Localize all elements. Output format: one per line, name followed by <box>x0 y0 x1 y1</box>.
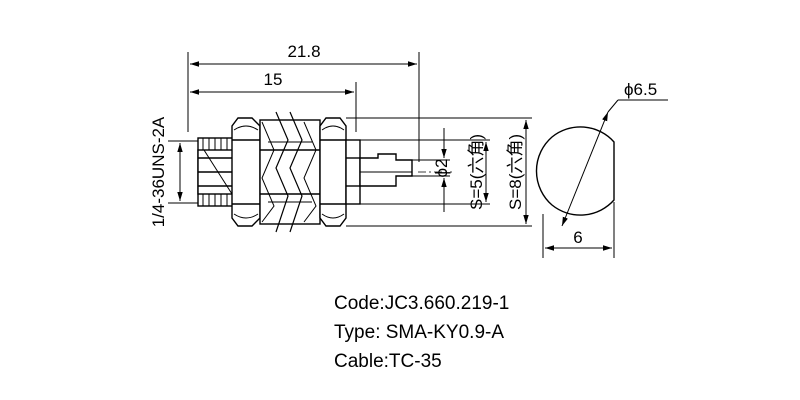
spec-cable: Cable:TC-35 <box>334 351 442 372</box>
dimension-15: 15 <box>190 70 357 132</box>
spec-type: Type: SMA-KY0.9-A <box>334 322 505 343</box>
flat-width-label: 6 <box>573 228 582 247</box>
overall-length-label: 21.8 <box>287 42 320 61</box>
hex-s8-dimension: S=8(六角) <box>346 117 532 227</box>
dimension-21-8: 21.8 <box>187 42 420 162</box>
pin-diameter-dimension: ϕ2 <box>412 128 451 212</box>
spec-code: Code:JC3.660.219-1 <box>334 293 510 314</box>
flange-diameter-label: ϕ6.5 <box>624 80 657 99</box>
end-view: 6 ϕ6.5 <box>535 80 668 258</box>
hex-s8-label: S=8(六角) <box>506 134 525 210</box>
connector-body <box>197 111 452 233</box>
body-length-label: 15 <box>264 70 283 89</box>
hex-s5-label: S=5(六角) <box>467 134 486 210</box>
thread-label: 1/4-36UNS-2A <box>149 116 168 227</box>
hex-s5-dimension: S=5(六角) <box>360 134 490 210</box>
pin-diameter-label: ϕ2 <box>432 159 451 178</box>
